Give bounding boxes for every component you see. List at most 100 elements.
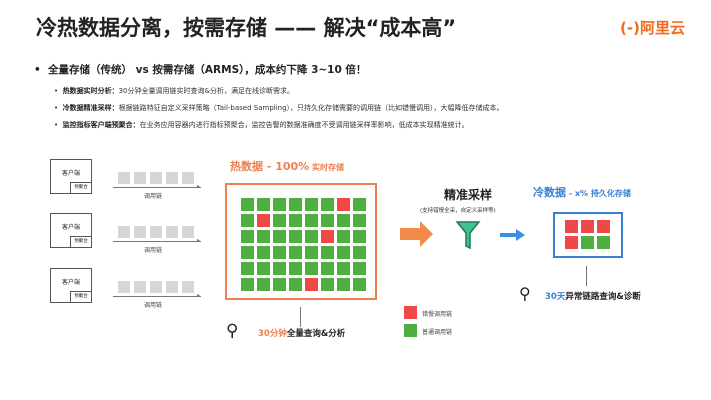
aliyun-logo: (-)阿里云 [620,19,685,37]
normal-trace-cell [305,198,318,211]
logo-mark-icon: (-) [620,19,640,37]
slow-trace-cell [581,220,594,233]
legend-swatch-slow [404,306,417,319]
trace-block [118,281,130,293]
normal-trace-cell [289,246,302,259]
normal-trace-cell [273,246,286,259]
normal-trace-cell [241,214,254,227]
trace-block [166,281,178,293]
normal-trace-cell [353,198,366,211]
trace-block [134,226,146,238]
slow-trace-cell [565,236,578,249]
trace-block [118,226,130,238]
normal-trace-cell [337,262,350,275]
slow-trace-cell [305,278,318,291]
normal-trace-cell [321,198,334,211]
arrow-line [113,187,201,188]
cold-data-title: 冷数据 - x% 持久化存储 [533,186,631,199]
blue-arrow-icon [500,229,525,241]
normal-trace-cell [353,246,366,259]
normal-trace-cell [305,246,318,259]
trace-block [134,281,146,293]
up-arrow-icon [586,266,587,286]
normal-trace-cell [321,246,334,259]
trace-block [134,172,146,184]
normal-trace-cell [353,230,366,243]
normal-trace-cell [321,278,334,291]
trace-block [150,281,162,293]
normal-trace-cell [289,278,302,291]
arrow-line [113,241,201,242]
pre-aggregation-box: 预聚合 [70,182,92,194]
trace-block [182,172,194,184]
normal-trace-cell [305,230,318,243]
trace-block [166,172,178,184]
normal-trace-cell [273,214,286,227]
cold-data-store [553,212,623,258]
normal-trace-cell [273,198,286,211]
hot-query-text: 30分钟全量查询&分析 [258,329,346,339]
normal-trace-cell [337,278,350,291]
hot-data-store [225,183,377,300]
normal-trace-cell [257,246,270,259]
client-box: 客户端预聚合 [50,213,92,248]
arrow-head-icon: ▸ [197,183,201,190]
orange-arrow-icon [400,221,433,247]
normal-trace-cell [289,262,302,275]
trace-block [150,172,162,184]
normal-trace-cell [597,236,610,249]
trace-block [118,172,130,184]
normal-trace-cell [257,198,270,211]
user-icon: ⚲ [519,284,531,303]
sampling-subtitle: (支持错慢全采，自定义采样等) [420,208,496,214]
call-chain-label: 调用链 [144,302,163,309]
page-title: 冷热数据分离，按需存储 —— 解决“成本高” [36,16,457,40]
arrow-head-icon: ▸ [197,292,201,299]
normal-trace-cell [289,214,302,227]
normal-trace-cell [273,278,286,291]
normal-trace-cell [353,262,366,275]
pre-aggregation-box: 预聚合 [70,291,92,303]
sub-bullet: • 热数据实时分析：30分钟全量调用链实时查询&分析，满足在线诊断需求。 [54,87,294,95]
funnel-icon [455,221,481,250]
main-bullet: • 全量存储（传统） vs 按需存储（ARMS），成本约下降 3~10 倍！ [34,64,367,76]
normal-trace-cell [241,262,254,275]
normal-trace-cell [241,198,254,211]
slow-trace-cell [257,214,270,227]
normal-trace-cell [305,214,318,227]
call-chain-label: 调用链 [144,193,163,200]
normal-trace-cell [289,198,302,211]
normal-trace-cell [241,278,254,291]
legend-swatch-normal [404,324,417,337]
arrow-line [113,296,201,297]
client-box: 客户端预聚合 [50,268,92,303]
legend-label: 错慢调用链 [422,311,453,318]
pre-aggregation-box: 预聚合 [70,236,92,248]
client-box: 客户端预聚合 [50,159,92,194]
arrow-head-icon: ▸ [197,237,201,244]
hot-data-title: 热数据 - 100% 实时存储 [230,160,345,173]
normal-trace-cell [241,230,254,243]
legend-label: 普通调用链 [422,329,453,336]
slow-trace-cell [597,220,610,233]
trace-block [166,226,178,238]
user-icon: ⚲ [226,321,239,341]
sub-bullet: • 监控指标客户端预聚合：在业务应用容器内进行指标预聚合，监控告警的数据准确度不… [54,121,469,129]
slow-trace-cell [565,220,578,233]
trace-block [182,281,194,293]
normal-trace-cell [337,246,350,259]
slow-trace-cell [337,198,350,211]
normal-trace-cell [257,278,270,291]
normal-trace-cell [353,278,366,291]
normal-trace-cell [321,262,334,275]
trace-block [182,226,194,238]
normal-trace-cell [337,214,350,227]
trace-block [150,226,162,238]
normal-trace-cell [257,230,270,243]
normal-trace-cell [321,214,334,227]
normal-trace-cell [273,262,286,275]
normal-trace-cell [241,246,254,259]
sub-bullet: • 冷数据精准采样：根据链路特征自定义采样策略（Tail-based Sampl… [54,104,504,112]
normal-trace-cell [337,230,350,243]
normal-trace-cell [305,262,318,275]
